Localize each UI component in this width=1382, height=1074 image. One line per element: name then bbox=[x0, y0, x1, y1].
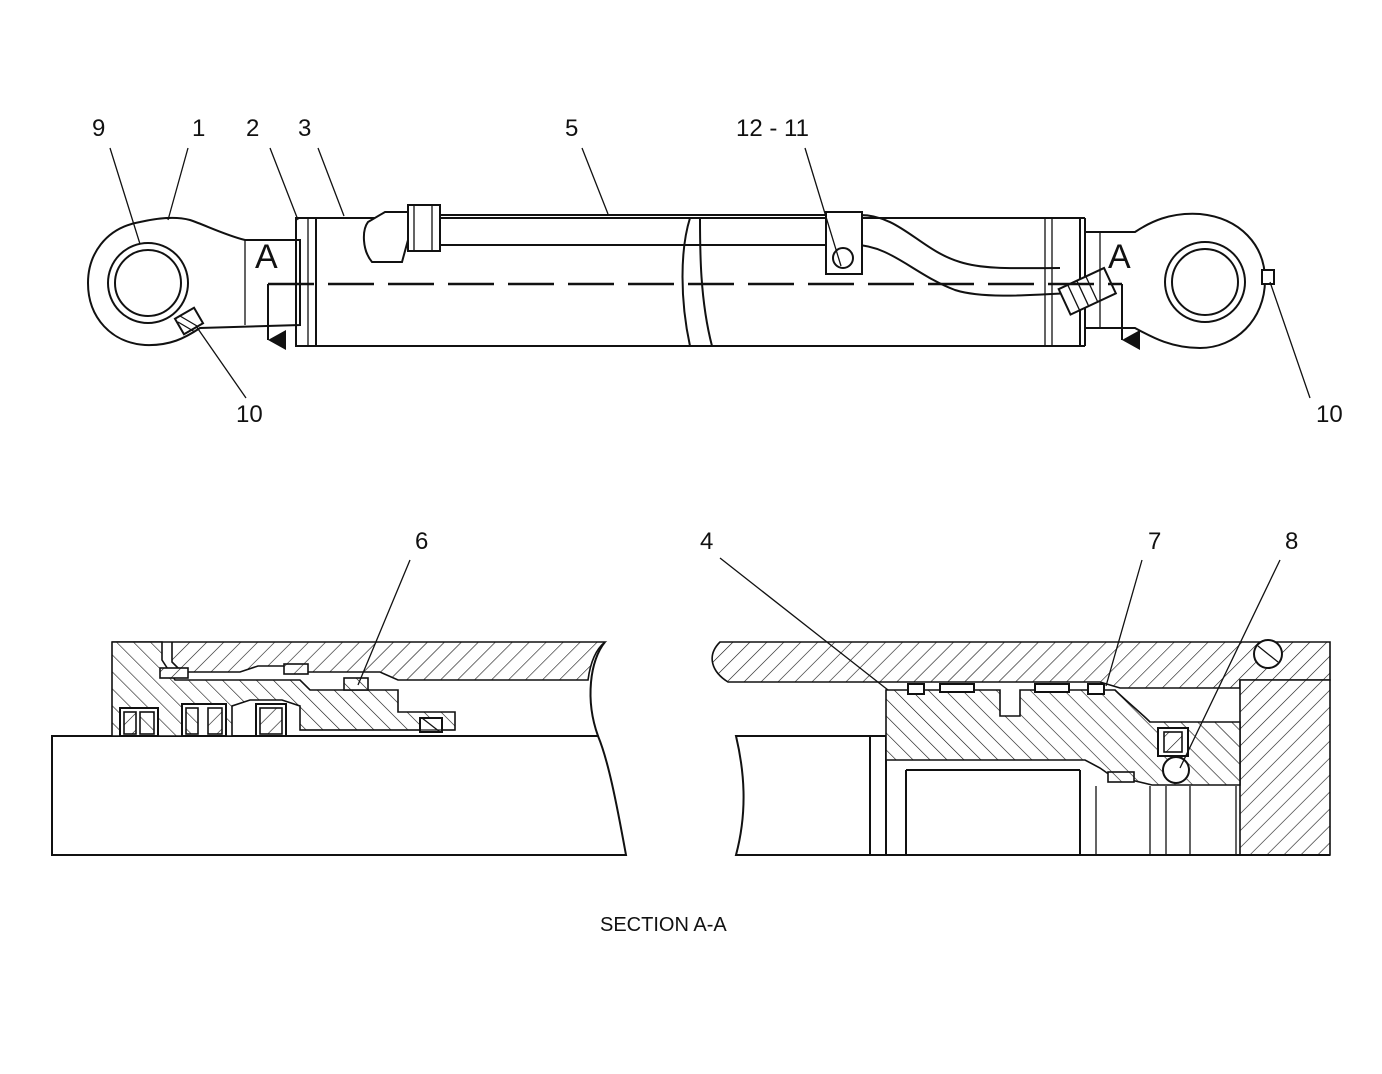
cylinder-exterior-view: A A bbox=[86, 204, 1275, 350]
section-view-piston-end bbox=[711, 639, 1331, 856]
hydraulic-tube bbox=[362, 204, 1118, 316]
callout-6: 6 bbox=[415, 528, 428, 555]
callout-10-left: 10 bbox=[236, 401, 263, 428]
callout-3: 3 bbox=[298, 115, 311, 142]
callout-4: 4 bbox=[700, 528, 713, 555]
section-marker-right: A bbox=[1108, 238, 1131, 276]
callout-7: 7 bbox=[1148, 528, 1161, 555]
right-rod-eye bbox=[1085, 212, 1275, 350]
callout-9: 9 bbox=[92, 115, 105, 142]
section-view-head-end bbox=[51, 641, 628, 856]
left-rod-eye bbox=[86, 216, 301, 347]
callouts-section: 6 4 7 8 bbox=[357, 528, 1298, 769]
section-caption: SECTION A-A bbox=[600, 914, 727, 936]
grease-fitting-left bbox=[173, 306, 205, 336]
cylinder-barrel bbox=[315, 217, 1086, 347]
callout-5: 5 bbox=[565, 115, 578, 142]
section-marker-left: A bbox=[255, 238, 278, 276]
callout-8: 8 bbox=[1285, 528, 1298, 555]
callout-10-right: 10 bbox=[1316, 401, 1343, 428]
callout-12-11: 12 - 11 bbox=[736, 115, 809, 142]
callout-2: 2 bbox=[246, 115, 259, 142]
section-line-a-a: A A bbox=[255, 238, 1140, 350]
callout-1: 1 bbox=[192, 115, 205, 142]
callouts-top: 9 1 2 3 5 12 - 11 10 10 bbox=[92, 115, 1343, 428]
